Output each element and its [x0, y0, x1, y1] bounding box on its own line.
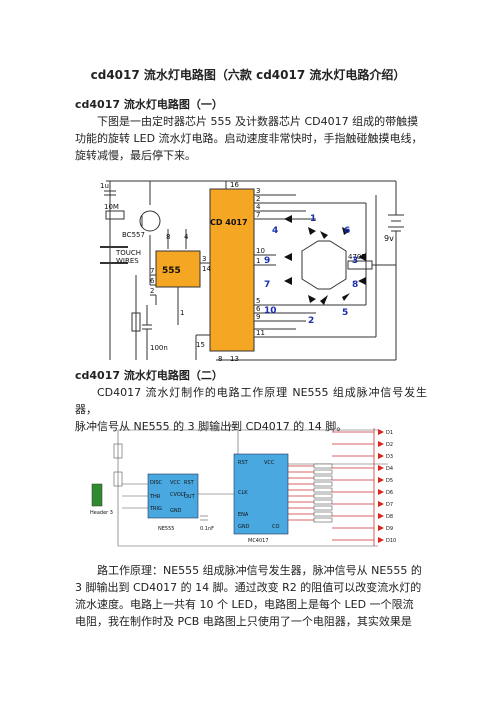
pin-label: ENA [238, 512, 249, 518]
touch-label-1: TOUCH [115, 249, 141, 257]
led-label: D8 [386, 514, 393, 520]
pin-label: 11 [256, 329, 265, 337]
pin-label: 13 [230, 355, 239, 363]
pin-label: 2 [150, 287, 154, 295]
chip2-label: MC4017 [248, 538, 269, 544]
pin-label: RST [238, 460, 249, 466]
pin-label: 3 [202, 255, 206, 263]
pin-label: 3 [256, 187, 260, 195]
pin-label: 2 [256, 195, 260, 203]
touch-label-2: WIRES [116, 257, 139, 265]
led-number: 9 [264, 256, 270, 266]
pin-label: 1 [256, 257, 260, 265]
battery-label: 9v [384, 234, 394, 243]
section3-line: 电阻，我在制作时及 PCB 电路图上只使用了一个电阻器，其实效果是 [75, 615, 412, 628]
pin-label: VCC [264, 460, 275, 466]
section3-line: 3 脚输出到 CD4017 的 14 脚。通过改变 R2 的阻值可以改变流水灯的 [75, 581, 422, 594]
led-label: D4 [386, 466, 393, 472]
led-number: 10 [264, 306, 277, 316]
pin-label: 1 [180, 309, 184, 317]
section3-line: 流水速度。电路上一共有 10 个 LED，电路图上是每个 LED 一个限流 [75, 598, 414, 611]
led-number: 4 [272, 226, 278, 236]
pin-label: DISC [150, 480, 162, 486]
section1-line: 功能的旋转 LED 流水灯电路。启动速度非常快时，手指触碰触摸电线， [75, 132, 423, 145]
led-number: 6 [344, 226, 350, 236]
led-label: D5 [386, 478, 393, 484]
led-label: D9 [386, 526, 393, 532]
section1-heading: cd4017 流水灯电路图（一） [75, 98, 223, 111]
pin-label: 4 [184, 233, 189, 241]
pin-label: 7 [256, 211, 260, 219]
pin-label: 10 [256, 247, 265, 255]
pin-label: 14 [202, 265, 211, 273]
chip1-label: NE555 [158, 526, 174, 532]
pin-label: 15 [196, 341, 205, 349]
pin-label: 6 [150, 277, 155, 285]
section3-line: 路工作原理：NE555 组成脉冲信号发生器，脉冲信号从 NE555 的 [97, 564, 422, 577]
led-number: 8 [352, 280, 358, 290]
led-resistor-label: 470R [348, 253, 366, 261]
pin-label: CO [272, 524, 279, 530]
page-title: cd4017 流水灯电路图（六款 cd4017 流水灯电路介绍） [90, 68, 406, 82]
transistor-label: BC557 [122, 231, 145, 239]
pin-label: 8 [218, 355, 222, 363]
led-label: D3 [386, 454, 393, 460]
led-label: D1 [386, 430, 393, 436]
section2-line: CD4017 流水灯制作的电路工作原理 NE555 组成脉冲信号发生器， [75, 386, 427, 416]
pin-label: RST [184, 480, 195, 486]
section1-paragraph: 下图是一由定时器芯片 555 及计数器芯片 CD4017 组成的带触摸 功能的旋… [75, 113, 427, 164]
pin-label: 16 [230, 181, 239, 189]
pin-label: THR [149, 494, 161, 500]
pin-label: 8 [166, 233, 170, 241]
pin-label: VCC [170, 480, 181, 486]
section1-line: 下图是一由定时器芯片 555 及计数器芯片 CD4017 组成的带触摸 [97, 115, 419, 128]
pin-label: 4 [256, 203, 261, 211]
pin-label: OUT [184, 494, 196, 500]
counter-chip-label: CD 4017 [210, 218, 248, 227]
timer-chip-label: 555 [162, 266, 181, 276]
led-label: D10 [386, 538, 396, 544]
pin-label: 7 [150, 267, 154, 275]
led-number: 2 [308, 316, 314, 326]
pin-label: 6 [256, 305, 261, 313]
led-number: 1 [310, 214, 316, 224]
section3-paragraph: 路工作原理：NE555 组成脉冲信号发生器，脉冲信号从 NE555 的 3 脚输… [75, 562, 427, 630]
pin-label: CVOLT [170, 492, 187, 498]
led-label: D6 [386, 490, 393, 496]
led-label: D7 [386, 502, 393, 508]
led-number: 3 [352, 256, 358, 266]
pin-label: 5 [256, 297, 260, 305]
pin-label: CLK [238, 490, 248, 496]
section2-heading: cd4017 流水灯电路图（二） [75, 369, 223, 382]
section1-line: 旋转减慢，最后停下来。 [75, 149, 196, 162]
cap2-label: 100n [150, 344, 168, 352]
cap-label: 1u [100, 182, 109, 190]
pin-label: 9 [256, 313, 260, 321]
circuit-diagram-2: Header 3 NE555 MC4017 0.1nF VCC DISC THR… [90, 424, 396, 547]
pin-label: GND [170, 508, 182, 514]
header-label: Header 3 [90, 510, 113, 516]
led-number: 5 [342, 308, 348, 318]
pin-label: TRIG [149, 506, 162, 512]
resistor-label: 10M [104, 203, 119, 211]
vcc-label: VCC [228, 424, 239, 430]
led-label: D2 [386, 442, 393, 448]
pin-label: GND [238, 524, 250, 530]
cap-label: 0.1nF [200, 526, 214, 532]
circuit-diagram-1: 1u 10M BC557 TOUCH WIRES 100n 9v 470R 8 … [100, 180, 404, 363]
led-number: 7 [264, 280, 270, 290]
